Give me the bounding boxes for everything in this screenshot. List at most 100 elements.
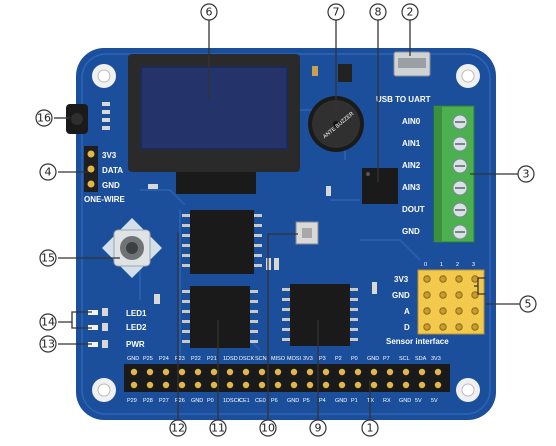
gpio-pin[interactable] — [338, 381, 346, 389]
gpio-pin[interactable] — [194, 381, 202, 389]
gpio-pin[interactable] — [178, 381, 186, 389]
gpio-pin[interactable] — [354, 368, 362, 376]
gpio-top-label: P7 — [383, 356, 390, 362]
gpio-top-label: P22 — [191, 356, 201, 362]
small-sensor-chip — [295, 221, 319, 245]
one-wire-gnd-label: GND — [102, 181, 120, 190]
joystick[interactable] — [102, 218, 162, 278]
callout-circle — [39, 313, 57, 331]
gpio-bottom-label: 1DSCK — [223, 398, 242, 404]
callout-13: 13 — [39, 335, 57, 353]
sensor-pin[interactable] — [471, 275, 479, 283]
gpio-bottom-label: CE0 — [255, 398, 266, 404]
gpio-pin[interactable] — [322, 368, 330, 376]
gpio-pin[interactable] — [130, 381, 138, 389]
gpio-top-label: 3V3 — [303, 356, 313, 362]
micro-usb-connector[interactable] — [393, 51, 431, 77]
screw-terminal[interactable] — [433, 105, 475, 243]
gpio-bottom-label: P28 — [143, 398, 153, 404]
gpio-bottom-label: GND — [191, 398, 203, 404]
gpio-bottom-label: P29 — [127, 398, 137, 404]
one-wire-header[interactable] — [84, 146, 98, 192]
gpio-pin[interactable] — [290, 381, 298, 389]
sensor-pin[interactable] — [423, 275, 431, 283]
gpio-pin[interactable] — [258, 381, 266, 389]
gpio-pin[interactable] — [210, 381, 218, 389]
gpio-pin[interactable] — [274, 381, 282, 389]
callout-11: 11 — [209, 419, 227, 437]
gpio-pin[interactable] — [290, 368, 298, 376]
sensor-pin[interactable] — [471, 323, 479, 331]
gpio-pin[interactable] — [434, 381, 442, 389]
sensor-pin[interactable] — [455, 275, 463, 283]
sensor-pin[interactable] — [455, 307, 463, 315]
gpio-pin[interactable] — [418, 381, 426, 389]
callout-16: 16 — [35, 109, 53, 127]
one-wire-label: ONE-WIRE — [84, 195, 126, 204]
ain0-label: AIN0 — [402, 117, 421, 126]
gpio-pin[interactable] — [242, 381, 250, 389]
gpio-pin[interactable] — [434, 368, 442, 376]
sensor-pin[interactable] — [423, 323, 431, 331]
gpio-pin[interactable] — [354, 381, 362, 389]
sensor-pin[interactable] — [423, 307, 431, 315]
callout-number: 15 — [41, 252, 55, 265]
gpio-pin[interactable] — [418, 368, 426, 376]
gpio-pin[interactable] — [130, 368, 138, 376]
gpio-pin[interactable] — [146, 368, 154, 376]
mounting-holes — [92, 64, 480, 402]
sensor-pin[interactable] — [471, 291, 479, 299]
sensor-pin[interactable] — [455, 323, 463, 331]
gpio-pin[interactable] — [226, 368, 234, 376]
gpio-pin[interactable] — [210, 368, 218, 376]
gpio-pin[interactable] — [322, 381, 330, 389]
sensor-pin[interactable] — [471, 307, 479, 315]
gpio-pin[interactable] — [274, 368, 282, 376]
sensor-pin[interactable] — [439, 275, 447, 283]
gpio-pin[interactable] — [402, 381, 410, 389]
gpio-pin[interactable] — [226, 381, 234, 389]
gpio-bottom-label: P26 — [175, 398, 185, 404]
callout-number: 2 — [407, 6, 414, 19]
gpio-bottom-label: P0 — [207, 398, 214, 404]
callout-number: 16 — [37, 112, 51, 125]
gpio-pin[interactable] — [306, 381, 314, 389]
gpio-pin[interactable] — [258, 368, 266, 376]
callout-number: 3 — [523, 168, 530, 181]
gpio-pin[interactable] — [162, 381, 170, 389]
gpio-pin[interactable] — [338, 368, 346, 376]
gpio-bottom-label: CE1 — [239, 398, 250, 404]
gpio-pin[interactable] — [146, 381, 154, 389]
gpio-pin[interactable] — [162, 368, 170, 376]
gpio-top-label: SDA — [415, 356, 427, 362]
sensor-pin[interactable] — [439, 307, 447, 315]
callout-circle — [39, 163, 57, 181]
gpio-header[interactable] — [124, 364, 450, 392]
sensor-labels: 3V3 GND A D Sensor interface 0 1 2 3 — [386, 262, 475, 346]
callout-4: 4 — [39, 163, 57, 181]
gpio-pin[interactable] — [306, 368, 314, 376]
callout-lines — [54, 20, 526, 422]
gpio-pin[interactable] — [370, 368, 378, 376]
callout-circle — [327, 3, 345, 21]
sensor-pin[interactable] — [455, 291, 463, 299]
gpio-pin[interactable] — [178, 368, 186, 376]
gpio-pin[interactable] — [402, 368, 410, 376]
gpio-pin[interactable] — [370, 381, 378, 389]
callout-9: 9 — [309, 419, 327, 437]
gpio-pin[interactable] — [242, 368, 250, 376]
gpio-top-label: SCL — [399, 356, 410, 362]
sensor-pin[interactable] — [439, 291, 447, 299]
gpio-top-label: GND — [127, 356, 139, 362]
callout-number: 5 — [525, 298, 532, 311]
sensor-header[interactable] — [417, 269, 485, 335]
gpio-pin[interactable] — [194, 368, 202, 376]
gpio-pin[interactable] — [386, 381, 394, 389]
callout-number: 4 — [45, 166, 52, 179]
sensor-pin[interactable] — [423, 291, 431, 299]
gpio-pin[interactable] — [386, 368, 394, 376]
gpio-top-label: P3 — [319, 356, 326, 362]
sensor-pin[interactable] — [439, 323, 447, 331]
